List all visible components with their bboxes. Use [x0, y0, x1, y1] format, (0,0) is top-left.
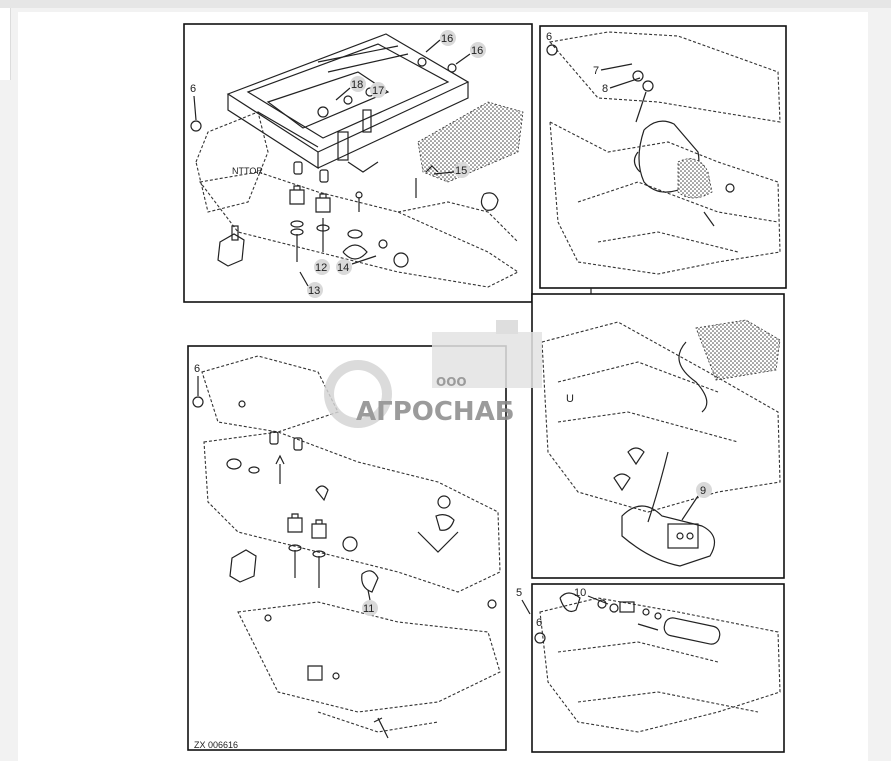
callout-10: 10 [574, 587, 609, 605]
callout-12: 12 [314, 259, 330, 275]
panel-frame [531, 583, 785, 753]
callout-5: 5 [516, 587, 531, 615]
rail-lines [557, 361, 739, 443]
callout-12-label: 12 [315, 262, 327, 274]
rail-lines [577, 181, 779, 253]
lower-rail [317, 711, 439, 733]
frame-outline [539, 597, 781, 733]
frame-outline [549, 121, 781, 275]
callout-9-label: 9 [700, 485, 706, 497]
callout-15-label: 15 [455, 165, 467, 177]
frame-outline [203, 431, 501, 593]
callout-10-label: 10 [574, 587, 586, 599]
frame-outline [199, 171, 520, 288]
seat-platform [226, 33, 470, 173]
callout-6-b: 6 [546, 31, 558, 56]
panel-seat-mount: NTTOR 6 [183, 23, 533, 303]
body-outline [195, 111, 269, 213]
frame-outline [541, 321, 781, 513]
callout-6-a-label: 6 [190, 83, 196, 95]
callout-18: 18 [335, 76, 366, 101]
callout-16-a-label: 16 [441, 33, 453, 45]
marker-text: U [566, 393, 574, 405]
frame-hardware [226, 400, 497, 739]
top-strip [0, 0, 891, 8]
seat-pivot-assembly [632, 70, 735, 227]
callout-6-c-label: 6 [194, 363, 200, 375]
panel-cylinder-detail: 10 5 6 [516, 583, 785, 753]
callout-16-b: 16 [455, 42, 486, 65]
lower-frame [237, 601, 501, 713]
callout-6-d-label: 6 [536, 617, 542, 629]
callout-9: 9 [681, 482, 712, 521]
hatched-plate [695, 319, 781, 381]
callout-16-a: 16 [425, 30, 456, 53]
callout-14-label: 14 [337, 262, 349, 274]
rail-lines [557, 641, 759, 713]
callout-6-c: 6 [192, 363, 204, 408]
watermark-harvester [432, 332, 542, 388]
callout-16-b-label: 16 [471, 45, 483, 57]
switch-assembly [613, 341, 716, 567]
watermark-prefix: ООО [436, 375, 467, 389]
cylinder-assembly [559, 592, 721, 645]
hatched-plate [417, 101, 524, 183]
watermark-gear-hole [334, 370, 382, 418]
callout-6-b-label: 6 [546, 31, 552, 43]
mount-hardware [217, 57, 499, 268]
callout-14: 14 [336, 255, 377, 275]
callout-8: 8 [602, 77, 641, 95]
callout-6-a: 6 [190, 83, 202, 132]
panel-frame [539, 25, 787, 289]
exploded-parts-diagram: NTTOR 6 [183, 23, 787, 753]
callout-11-label: 11 [363, 603, 374, 615]
callout-11: 11 [362, 589, 378, 616]
callout-6-d: 6 [534, 617, 546, 644]
nameplate-text: NTTOR [232, 166, 263, 176]
frame-rail [397, 201, 519, 243]
callout-7: 7 [593, 63, 633, 77]
watermark-harvester-cab [496, 320, 518, 334]
left-tab [0, 8, 11, 80]
callout-13: 13 [299, 271, 323, 298]
cab-outline [548, 31, 781, 123]
watermark-logo: ООО АГРОСНАБ [324, 320, 542, 428]
callout-7-label: 7 [593, 65, 599, 77]
callout-13-label: 13 [308, 285, 320, 297]
figure-code: ZX 006616 [194, 740, 238, 750]
callout-17-label: 17 [372, 85, 384, 97]
diagram-sheet: NTTOR 6 [18, 12, 868, 761]
callout-5-label: 5 [516, 587, 522, 599]
arrow-mark [417, 531, 459, 553]
callout-15: 15 [433, 162, 470, 178]
callout-17: 17 [370, 82, 386, 98]
panel-switch-detail: U 9 [531, 293, 785, 579]
watermark-name: АГРОСНАБ [356, 397, 515, 427]
callout-8-label: 8 [602, 83, 608, 95]
callout-18-label: 18 [351, 79, 363, 91]
panel-cab-detail: 6 7 8 [539, 25, 787, 289]
